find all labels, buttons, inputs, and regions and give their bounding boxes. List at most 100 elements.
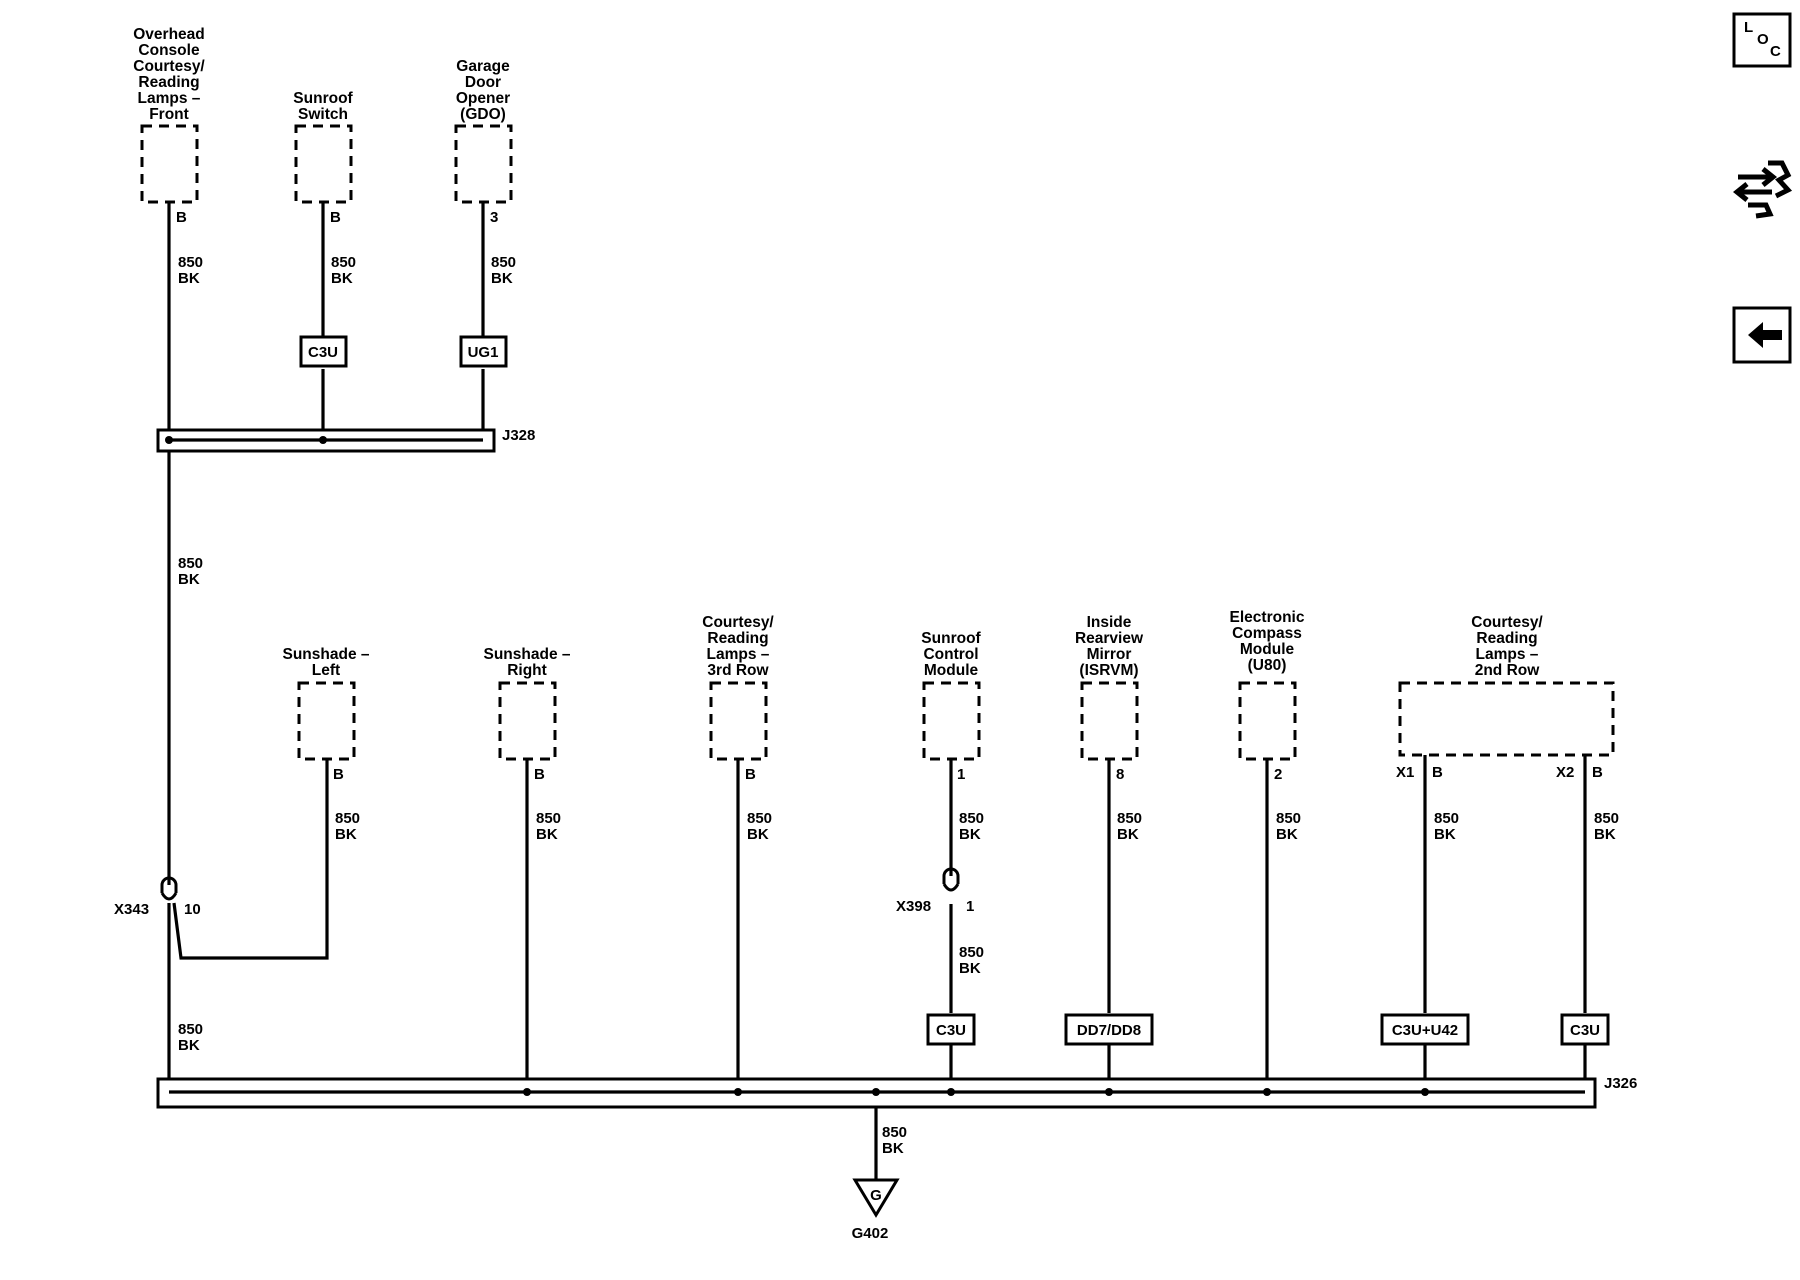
- svg-text:BK: BK: [1434, 826, 1456, 843]
- compass-module-component: [1238, 681, 1297, 761]
- pin-sunroof-switch: B: [330, 209, 341, 226]
- svg-text:Door: Door: [465, 74, 501, 91]
- sunroof-switch-label: Sunroof Switch: [293, 90, 353, 123]
- svg-text:Courtesy/: Courtesy/: [133, 58, 205, 75]
- option-lamps-2nd-row-x1: C3U+U42: [1380, 1013, 1470, 1046]
- inline-connector-x343: X343 10: [114, 876, 201, 918]
- svg-text:Module: Module: [924, 662, 979, 679]
- pin-lamps-3rd-row: B: [745, 766, 756, 783]
- wire-label: 850 BK: [536, 810, 561, 843]
- svg-text:C3U: C3U: [308, 344, 338, 361]
- wire-label: 850 BK: [331, 254, 356, 287]
- sunshade-left-component: [297, 681, 356, 761]
- compass-module-label: Electronic Compass Module (U80): [1230, 609, 1305, 674]
- sunshade-right-component: [498, 681, 557, 761]
- option-sunroof-control-module: C3U: [926, 1013, 976, 1046]
- inside-mirror-component: [1080, 681, 1139, 761]
- svg-text:BK: BK: [882, 1140, 904, 1157]
- wire-label: 850 BK: [1594, 810, 1619, 843]
- wire-label: 850 BK: [747, 810, 772, 843]
- x343-pin: 10: [184, 901, 201, 918]
- svg-text:BK: BK: [491, 270, 513, 287]
- loc-letter-o: O: [1757, 31, 1769, 48]
- wire-label: 850 BK: [178, 555, 203, 588]
- svg-text:Lamps –: Lamps –: [1476, 646, 1539, 663]
- pin-compass-module: 2: [1274, 766, 1282, 783]
- svg-text:Opener: Opener: [456, 90, 510, 107]
- svg-text:2nd Row: 2nd Row: [1475, 662, 1541, 679]
- wire-labels: 850 BK 850 BK 850 BK 850 BK 850 BK 850 B…: [178, 254, 1619, 1157]
- svg-text:850: 850: [959, 810, 984, 827]
- ground-name: G402: [852, 1225, 889, 1242]
- svg-text:850: 850: [1434, 810, 1459, 827]
- connector-x2: X2: [1556, 764, 1574, 781]
- pin-lamps-2nd-row-x1: B: [1432, 764, 1443, 781]
- wire-label: 850 BK: [1276, 810, 1301, 843]
- connector-x1: X1: [1396, 764, 1414, 781]
- inside-mirror-label: Inside Rearview Mirror (ISRVM): [1075, 614, 1144, 679]
- overhead-console-component: [140, 124, 199, 204]
- svg-text:Console: Console: [138, 42, 200, 59]
- back-button[interactable]: [1732, 306, 1792, 364]
- splice-j328: J328: [156, 427, 535, 453]
- svg-text:BK: BK: [178, 571, 200, 588]
- svg-text:BK: BK: [1594, 826, 1616, 843]
- svg-text:(GDO): (GDO): [460, 106, 506, 123]
- svg-text:Overhead: Overhead: [133, 26, 205, 43]
- pin-overhead-console: B: [176, 209, 187, 226]
- svg-text:850: 850: [959, 944, 984, 961]
- svg-text:BK: BK: [536, 826, 558, 843]
- svg-text:BK: BK: [178, 270, 200, 287]
- svg-text:850: 850: [178, 254, 203, 271]
- x398-name: X398: [896, 898, 931, 915]
- connector-swap-button[interactable]: [1732, 152, 1793, 219]
- svg-text:Electronic: Electronic: [1230, 609, 1305, 626]
- option-sunroof-switch: C3U: [299, 335, 348, 368]
- connector-swap-icon: [1732, 160, 1793, 219]
- svg-text:Sunroof: Sunroof: [921, 630, 981, 647]
- sunshade-left-label: Sunshade – Left: [283, 646, 370, 679]
- svg-text:(U80): (U80): [1248, 657, 1287, 674]
- svg-text:Garage: Garage: [456, 58, 510, 75]
- svg-text:(ISRVM): (ISRVM): [1079, 662, 1138, 679]
- wire-label: 850 BK: [959, 944, 984, 977]
- svg-text:BK: BK: [1117, 826, 1139, 843]
- wire-label: 850 BK: [335, 810, 360, 843]
- wire-label: 850 BK: [491, 254, 516, 287]
- pin-inside-mirror: 8: [1116, 766, 1124, 783]
- svg-text:850: 850: [1594, 810, 1619, 827]
- garage-door-opener-component: [454, 124, 513, 204]
- svg-text:Reading: Reading: [1476, 630, 1537, 647]
- sunroof-switch-component: [294, 124, 353, 204]
- svg-text:850: 850: [1117, 810, 1142, 827]
- splice-j326: J326: [156, 1075, 1637, 1109]
- svg-text:Sunshade –: Sunshade –: [283, 646, 370, 663]
- sunroof-control-module-label: Sunroof Control Module: [921, 630, 981, 679]
- svg-text:Control: Control: [923, 646, 978, 663]
- svg-text:BK: BK: [747, 826, 769, 843]
- lamps-2nd-row-component: [1398, 681, 1615, 757]
- pin-sunshade-left: B: [333, 766, 344, 783]
- x398-pin: 1: [966, 898, 974, 915]
- loc-button[interactable]: L O C: [1732, 12, 1792, 68]
- svg-text:Lamps –: Lamps –: [138, 90, 201, 107]
- svg-text:DD7/DD8: DD7/DD8: [1077, 1022, 1141, 1039]
- lamps-2nd-row-label: Courtesy/ Reading Lamps – 2nd Row: [1471, 614, 1543, 679]
- svg-text:Inside: Inside: [1087, 614, 1132, 631]
- option-garage-door-opener: UG1: [459, 335, 508, 368]
- svg-text:850: 850: [536, 810, 561, 827]
- wire-label: 850 BK: [178, 254, 203, 287]
- svg-text:850: 850: [335, 810, 360, 827]
- x343-name: X343: [114, 901, 149, 918]
- svg-text:BK: BK: [1276, 826, 1298, 843]
- svg-text:Switch: Switch: [298, 106, 348, 123]
- wire-label: 850 BK: [1117, 810, 1142, 843]
- svg-text:BK: BK: [959, 826, 981, 843]
- splice-j328-label: J328: [502, 427, 535, 444]
- svg-text:Compass: Compass: [1232, 625, 1302, 642]
- garage-door-opener-label: Garage Door Opener (GDO): [456, 58, 510, 123]
- ground-icon: [852, 1178, 900, 1218]
- wire-label: 850 BK: [178, 1021, 203, 1054]
- svg-text:BK: BK: [335, 826, 357, 843]
